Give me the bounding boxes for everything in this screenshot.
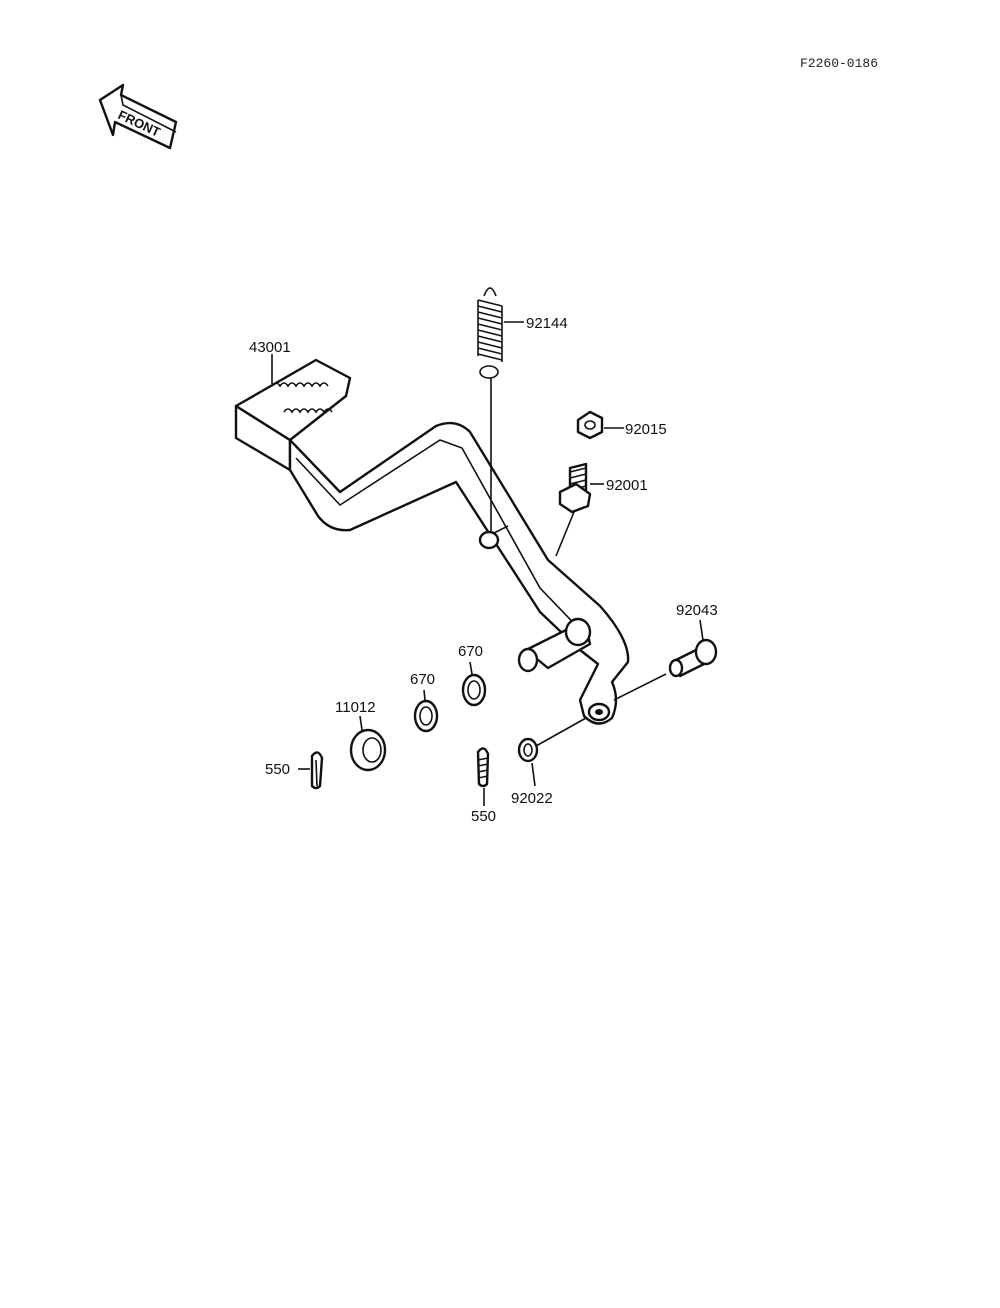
part-label-550-left: 550 xyxy=(265,761,290,778)
drawing-code: F2260-0186 xyxy=(800,56,878,71)
front-arrow-icon: FRONT xyxy=(98,83,178,150)
part-label-550-right: 550 xyxy=(471,808,496,825)
clevis-pin-drawing xyxy=(613,638,718,701)
part-label-43001: 43001 xyxy=(249,339,291,356)
brake-pedal-drawing xyxy=(234,358,630,725)
cotter-pin-left xyxy=(310,751,324,790)
seal-11012 xyxy=(349,728,387,772)
washer-670-upper xyxy=(461,673,487,707)
part-label-92015: 92015 xyxy=(625,421,667,438)
cotter-pin-right xyxy=(476,747,490,788)
part-label-670-upper: 670 xyxy=(458,643,483,660)
washer-670-lower xyxy=(413,699,439,733)
nut-drawing xyxy=(576,410,604,440)
part-label-92022: 92022 xyxy=(511,790,553,807)
part-label-670-lower: 670 xyxy=(410,671,435,688)
part-label-92043: 92043 xyxy=(676,602,718,619)
part-label-92144: 92144 xyxy=(526,315,568,332)
part-label-11012: 11012 xyxy=(335,699,376,716)
part-label-92001: 92001 xyxy=(606,477,648,494)
washer-92022 xyxy=(517,717,587,763)
leader-lines xyxy=(271,321,704,806)
return-spring-drawing xyxy=(477,287,503,532)
bolt-drawing xyxy=(555,462,592,557)
